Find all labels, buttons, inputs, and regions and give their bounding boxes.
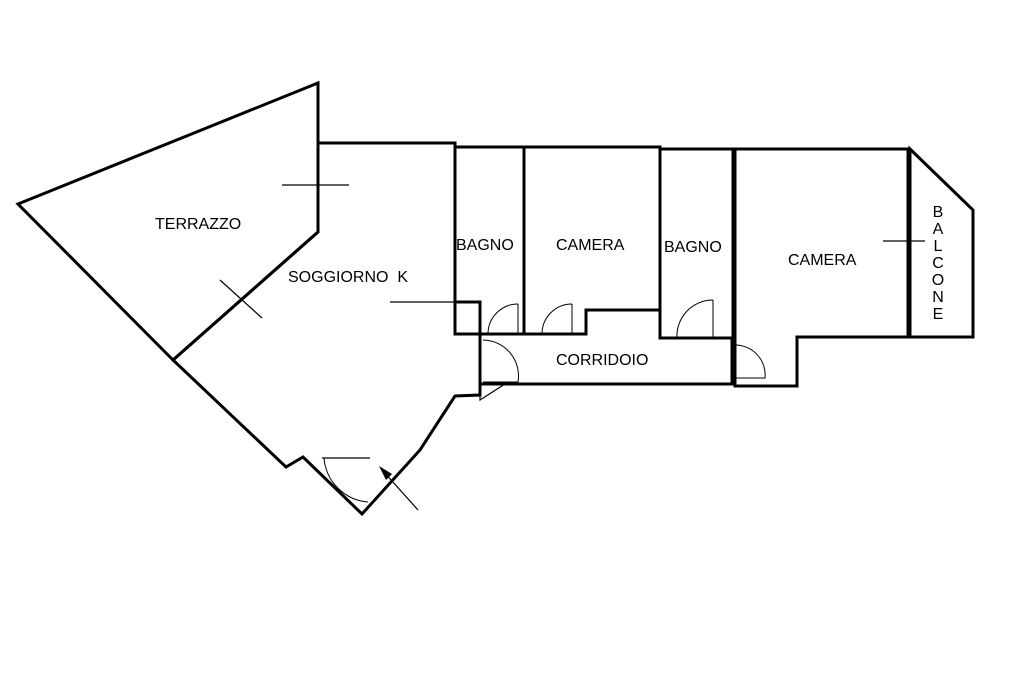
label-balcone-letter: B bbox=[933, 204, 944, 221]
entrance-arrow bbox=[382, 470, 419, 511]
room-bagno-2 bbox=[658, 147, 735, 340]
label-balcone-letter: C bbox=[932, 255, 944, 272]
passage-nook bbox=[479, 383, 508, 402]
room-camera-1 bbox=[522, 145, 662, 336]
wall-tick bbox=[219, 279, 263, 319]
label-balcone-letter: L bbox=[934, 238, 943, 255]
label-bagno-2: BAGNO bbox=[664, 239, 722, 256]
door-swing bbox=[541, 303, 573, 335]
entrance-arrow-head bbox=[379, 466, 392, 480]
label-balcone-letter: N bbox=[932, 289, 944, 306]
label-terrazzo: TERRAZZO bbox=[155, 216, 241, 233]
door-swing bbox=[487, 303, 519, 335]
label-bagno-1: BAGNO bbox=[456, 237, 514, 254]
room-camera-2 bbox=[733, 147, 910, 388]
label-soggiorno: SOGGIORNO K bbox=[288, 269, 408, 286]
room-balcone bbox=[908, 145, 975, 339]
door-swing bbox=[734, 344, 766, 379]
door-swing bbox=[482, 339, 519, 383]
label-balcone-letter: O bbox=[932, 272, 944, 289]
label-balcone-letter: E bbox=[933, 306, 944, 323]
label-camera-2: CAMERA bbox=[788, 252, 857, 269]
door-swing bbox=[323, 457, 369, 503]
label-corridoio: CORRIDOIO bbox=[556, 352, 648, 369]
door-swing bbox=[676, 299, 714, 339]
label-balcone-letter: A bbox=[933, 221, 944, 238]
label-camera-1: CAMERA bbox=[556, 237, 625, 254]
